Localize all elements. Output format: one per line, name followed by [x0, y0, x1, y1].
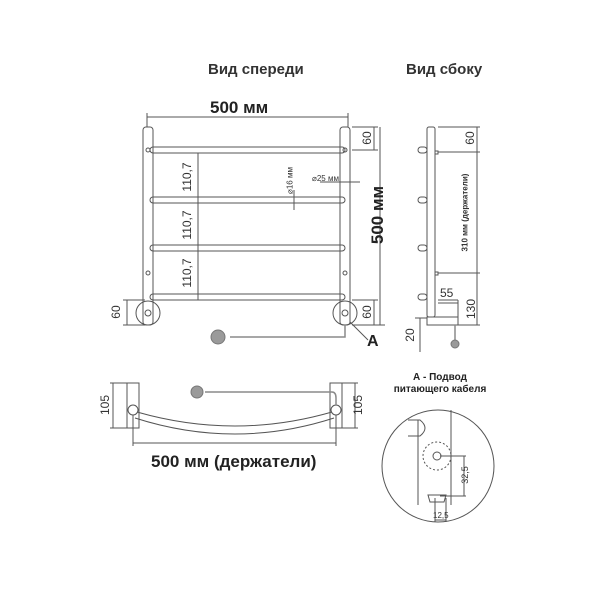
front-view-title: Вид спереди: [208, 61, 304, 78]
top-depth-left: 105: [98, 394, 112, 416]
front-bottom-offset-left: 60: [109, 305, 123, 319]
post-diameter-label: ⌀25 мм: [312, 174, 339, 183]
side-depth: 55: [440, 286, 454, 300]
detail-a-horizontal-dim: 12,5: [433, 511, 449, 520]
detail-a-title-line2: питающего кабеля: [393, 384, 487, 395]
side-view-title: Вид сбоку: [406, 61, 483, 78]
front-bottom-offset-right: 60: [360, 305, 374, 319]
top-width-label: 500 мм (держатели): [151, 452, 317, 471]
side-bottom-height: 130: [464, 298, 478, 320]
front-width-label: 500 мм: [210, 98, 269, 117]
front-view-frame: [123, 113, 385, 341]
detail-a-title: А - Подвод питающего кабеля: [385, 372, 495, 396]
front-height-label: 500 мм: [368, 185, 387, 245]
rung-diameter-label: ⌀16 мм: [285, 167, 295, 194]
side-view-frame: [415, 126, 480, 352]
side-top-offset: 60: [463, 131, 477, 145]
side-cable: [450, 325, 460, 349]
detail-a-frame: [381, 409, 495, 523]
front-top-offset: 60: [360, 131, 374, 145]
detail-a-vertical-dim: 32,5: [460, 466, 470, 484]
top-view-frame: [110, 382, 358, 446]
rung-spacing-3: 110,7: [180, 258, 194, 288]
callout-a-label: A: [367, 333, 379, 350]
side-base-offset: 20: [403, 328, 417, 342]
top-cable: [190, 385, 337, 405]
rung-spacing-1: 110,7: [180, 162, 194, 192]
side-holders-distance: 310 мм (держатели): [460, 173, 470, 252]
detail-a-title-line1: А - Подвод: [413, 372, 467, 383]
rung-spacing-2: 110,7: [180, 210, 194, 240]
front-cable: [210, 325, 346, 345]
top-depth-right: 105: [351, 394, 365, 416]
